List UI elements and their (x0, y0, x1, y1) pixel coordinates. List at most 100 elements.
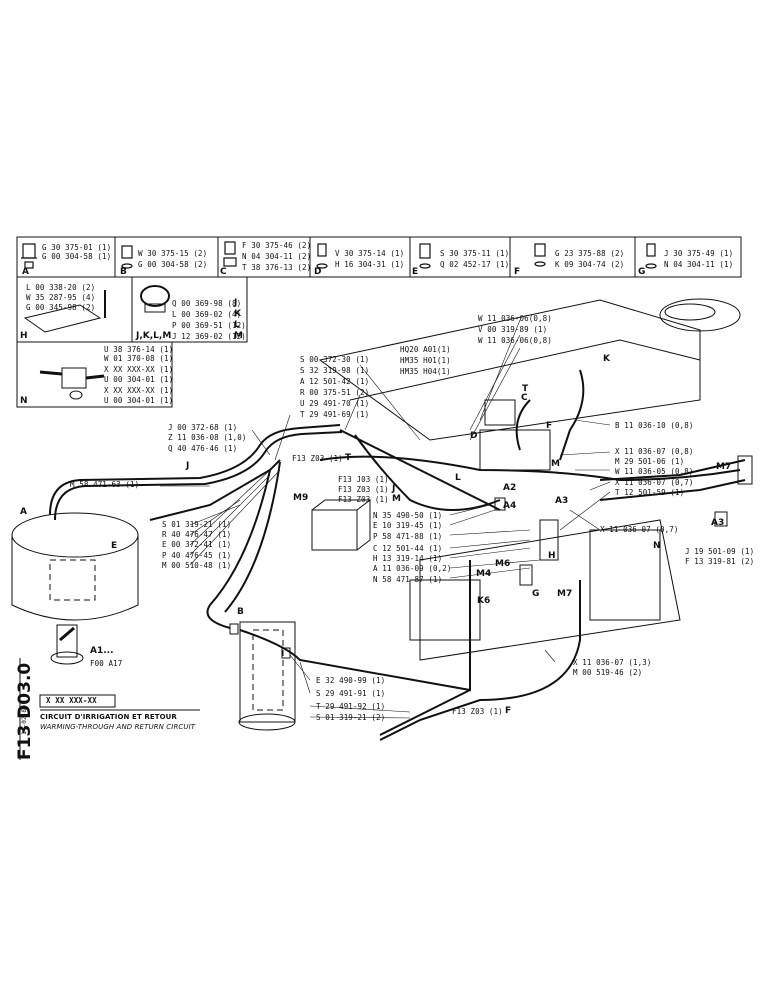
callout-ll-3: E 00 372-41 (1) (162, 540, 232, 549)
part-d-line1: V 30 375-14 (1) (335, 249, 405, 258)
part-jklm-tag-l: L (234, 320, 240, 330)
callout-rl-2: J 19 501-09 (1) (685, 547, 755, 556)
f13-tag-m: M (392, 494, 401, 504)
part-h-line1: L 00 338-20 (2) (26, 283, 96, 292)
callout-ll-2: R 40 476-47 (1) (162, 530, 232, 539)
callout-br-2: M 00 519-46 (2) (573, 668, 643, 677)
part-n-line1: U 38 376-14 (1) (104, 345, 174, 354)
part-e-line1: S 30 375-11 (1) (440, 249, 510, 258)
part-jklm-letter: J,K,L,M (136, 331, 172, 341)
callout-r-1: B 11 036-10 (0,8) (615, 421, 694, 430)
part-h-line2: W 35 287-95 (4) (26, 293, 96, 302)
part-d-line2: H 16 304-31 (1) (335, 260, 405, 269)
diag-label-h: H (548, 551, 556, 561)
part-n-line3: X XX XXX-XX (1) (104, 365, 174, 374)
part-jklm-line2: L 00 369-02 (4) (172, 310, 242, 319)
f13-label-4: F13 Z03 (1) (338, 495, 389, 504)
callout-left-3: Q 40 476-46 (1) (168, 444, 238, 453)
part-a-line2: G 00 304-58 (1) (42, 252, 112, 261)
ref-number: X XX XXX-XX (46, 696, 97, 705)
callout-rt-3: W 11 036-06(0,8) (478, 336, 552, 345)
part-h-letter: H (20, 331, 28, 341)
callout-mid-5: U 29 491-70 (1) (300, 399, 370, 408)
parts-header-frame (16, 236, 742, 278)
diag-label-g: G (532, 589, 540, 599)
callout-mid-2: S 32 319-98 (1) (300, 366, 370, 375)
callout-c-3: P 58 471-88 (1) (373, 532, 443, 541)
part-h-line3: G 00 345-98 (2) (26, 303, 96, 312)
part-g-line2: N 04 304-11 (1) (664, 260, 734, 269)
diag-label-a4: A4 (503, 501, 517, 511)
f13-tag-t: T (345, 453, 352, 463)
diag-label-m: M (551, 459, 560, 469)
callout-left-1: J 00 372-68 (1) (168, 423, 238, 432)
part-f-letter: F (514, 267, 521, 277)
diag-label-m6: M6 (495, 559, 511, 569)
callout-c-2: E 10 319-45 (1) (373, 521, 443, 530)
date-code: 14-02-84 (20, 705, 28, 735)
callout-hx-3: HM35 H04(1) (400, 367, 451, 376)
a1-sub: F00 A17 (90, 659, 123, 668)
diag-label-m4: M4 (476, 569, 492, 579)
callout-b-3: T 29 491-92 (1) (316, 702, 386, 711)
part-e-line2: Q 02 452-17 (1) (440, 260, 510, 269)
f13-label-1: F13 Z03 (1) (292, 454, 343, 463)
diag-label-c: C (521, 393, 528, 403)
part-jklm-tag-j: J (234, 298, 238, 308)
diag-label-m7-right: M7 (716, 462, 732, 472)
callout-b-4: S 01 319-21 (2) (316, 713, 386, 722)
callout-c-6: A 11 036-09 (0,2) (373, 564, 452, 573)
callout-rt-2: V 00 319-89 (1) (478, 325, 548, 334)
callout-ll-1: S 01 319-21 (1) (162, 520, 232, 529)
diag-label-f: F (546, 421, 553, 431)
callout-rl-1: X 11 036-07 (0,7) (600, 525, 679, 534)
part-n-letter: N (20, 396, 28, 406)
part-a-line1: G 30 375-01 (1) (42, 243, 112, 252)
callout-rl-3: F 13 319-81 (2) (685, 557, 755, 566)
diag-label-n: N (653, 541, 661, 551)
part-jklm-line4: J 12 369-02 (12) (172, 332, 246, 341)
f13-tag-j: J (392, 484, 396, 494)
part-c-line3: T 38 376-13 (2) (242, 263, 312, 272)
part-f-line2: K 09 304-74 (2) (555, 260, 625, 269)
part-g-letter: G (638, 267, 646, 277)
callout-c-1: N 35 490-50 (1) (373, 511, 443, 520)
diag-label-m7: M7 (557, 589, 573, 599)
part-c-line2: N 04 304-11 (2) (242, 252, 312, 261)
callout-mid-4: R 00 375-51 (2) (300, 388, 370, 397)
diag-label-b: B (237, 607, 244, 617)
part-a-letter: A (22, 267, 29, 277)
f13-bottom-label: F13 Z03 (1) (452, 707, 503, 716)
part-n-line6: U 00 304-01 (1) (104, 396, 174, 405)
part-jklm-line1: Q 00 369-98 (8) (172, 299, 242, 308)
diag-label-m9: M9 (293, 493, 309, 503)
callout-hx-1: HQ20 A01(1) (400, 345, 451, 354)
callout-r-6: T 12 501-59 (1) (615, 488, 685, 497)
callout-c-4: C 12 501-44 (1) (373, 544, 443, 553)
title-en: WARMING-THROUGH AND RETURN CIRCUIT (40, 723, 196, 731)
part-b-line2: G 00 304-58 (2) (138, 260, 208, 269)
part-e-letter: E (412, 267, 419, 277)
callout-hx-2: HM35 H01(1) (400, 356, 451, 365)
part-jklm-line3: P 00 369-51 (12) (172, 321, 246, 330)
callout-ll-4: P 40 476-45 (1) (162, 551, 232, 560)
title-fr: CIRCUIT D'IRRIGATION ET RETOUR (40, 713, 177, 721)
callout-mid-6: T 29 491-69 (1) (300, 410, 370, 419)
part-n-line5: X XX XXX-XX (1) (104, 386, 174, 395)
f13-bottom-tag: F (505, 706, 512, 716)
part-c-letter: C (220, 267, 227, 277)
part-n-line2: W 01 370-08 (1) (104, 354, 174, 363)
f13-label-2: F13 J03 (1) (338, 475, 389, 484)
callout-rt-1: W 11 036-06(0,8) (478, 314, 552, 323)
callout-mid-3: A 12 501-42 (1) (300, 377, 370, 386)
diag-label-d: D (470, 431, 478, 441)
callout-c-5: H 13 319-14 (1) (373, 554, 443, 563)
a1-label: A1... (90, 646, 114, 656)
callout-mid-1: S 00 372-30 (1) (300, 355, 370, 364)
part-jklm-tag-k: K (234, 309, 241, 319)
part-jklm-tag-m: M (234, 331, 243, 341)
callout-br-1: X 11 036-07 (1,3) (573, 658, 652, 667)
callout-r-4: W 11 036-05 (0,8) (615, 467, 694, 476)
